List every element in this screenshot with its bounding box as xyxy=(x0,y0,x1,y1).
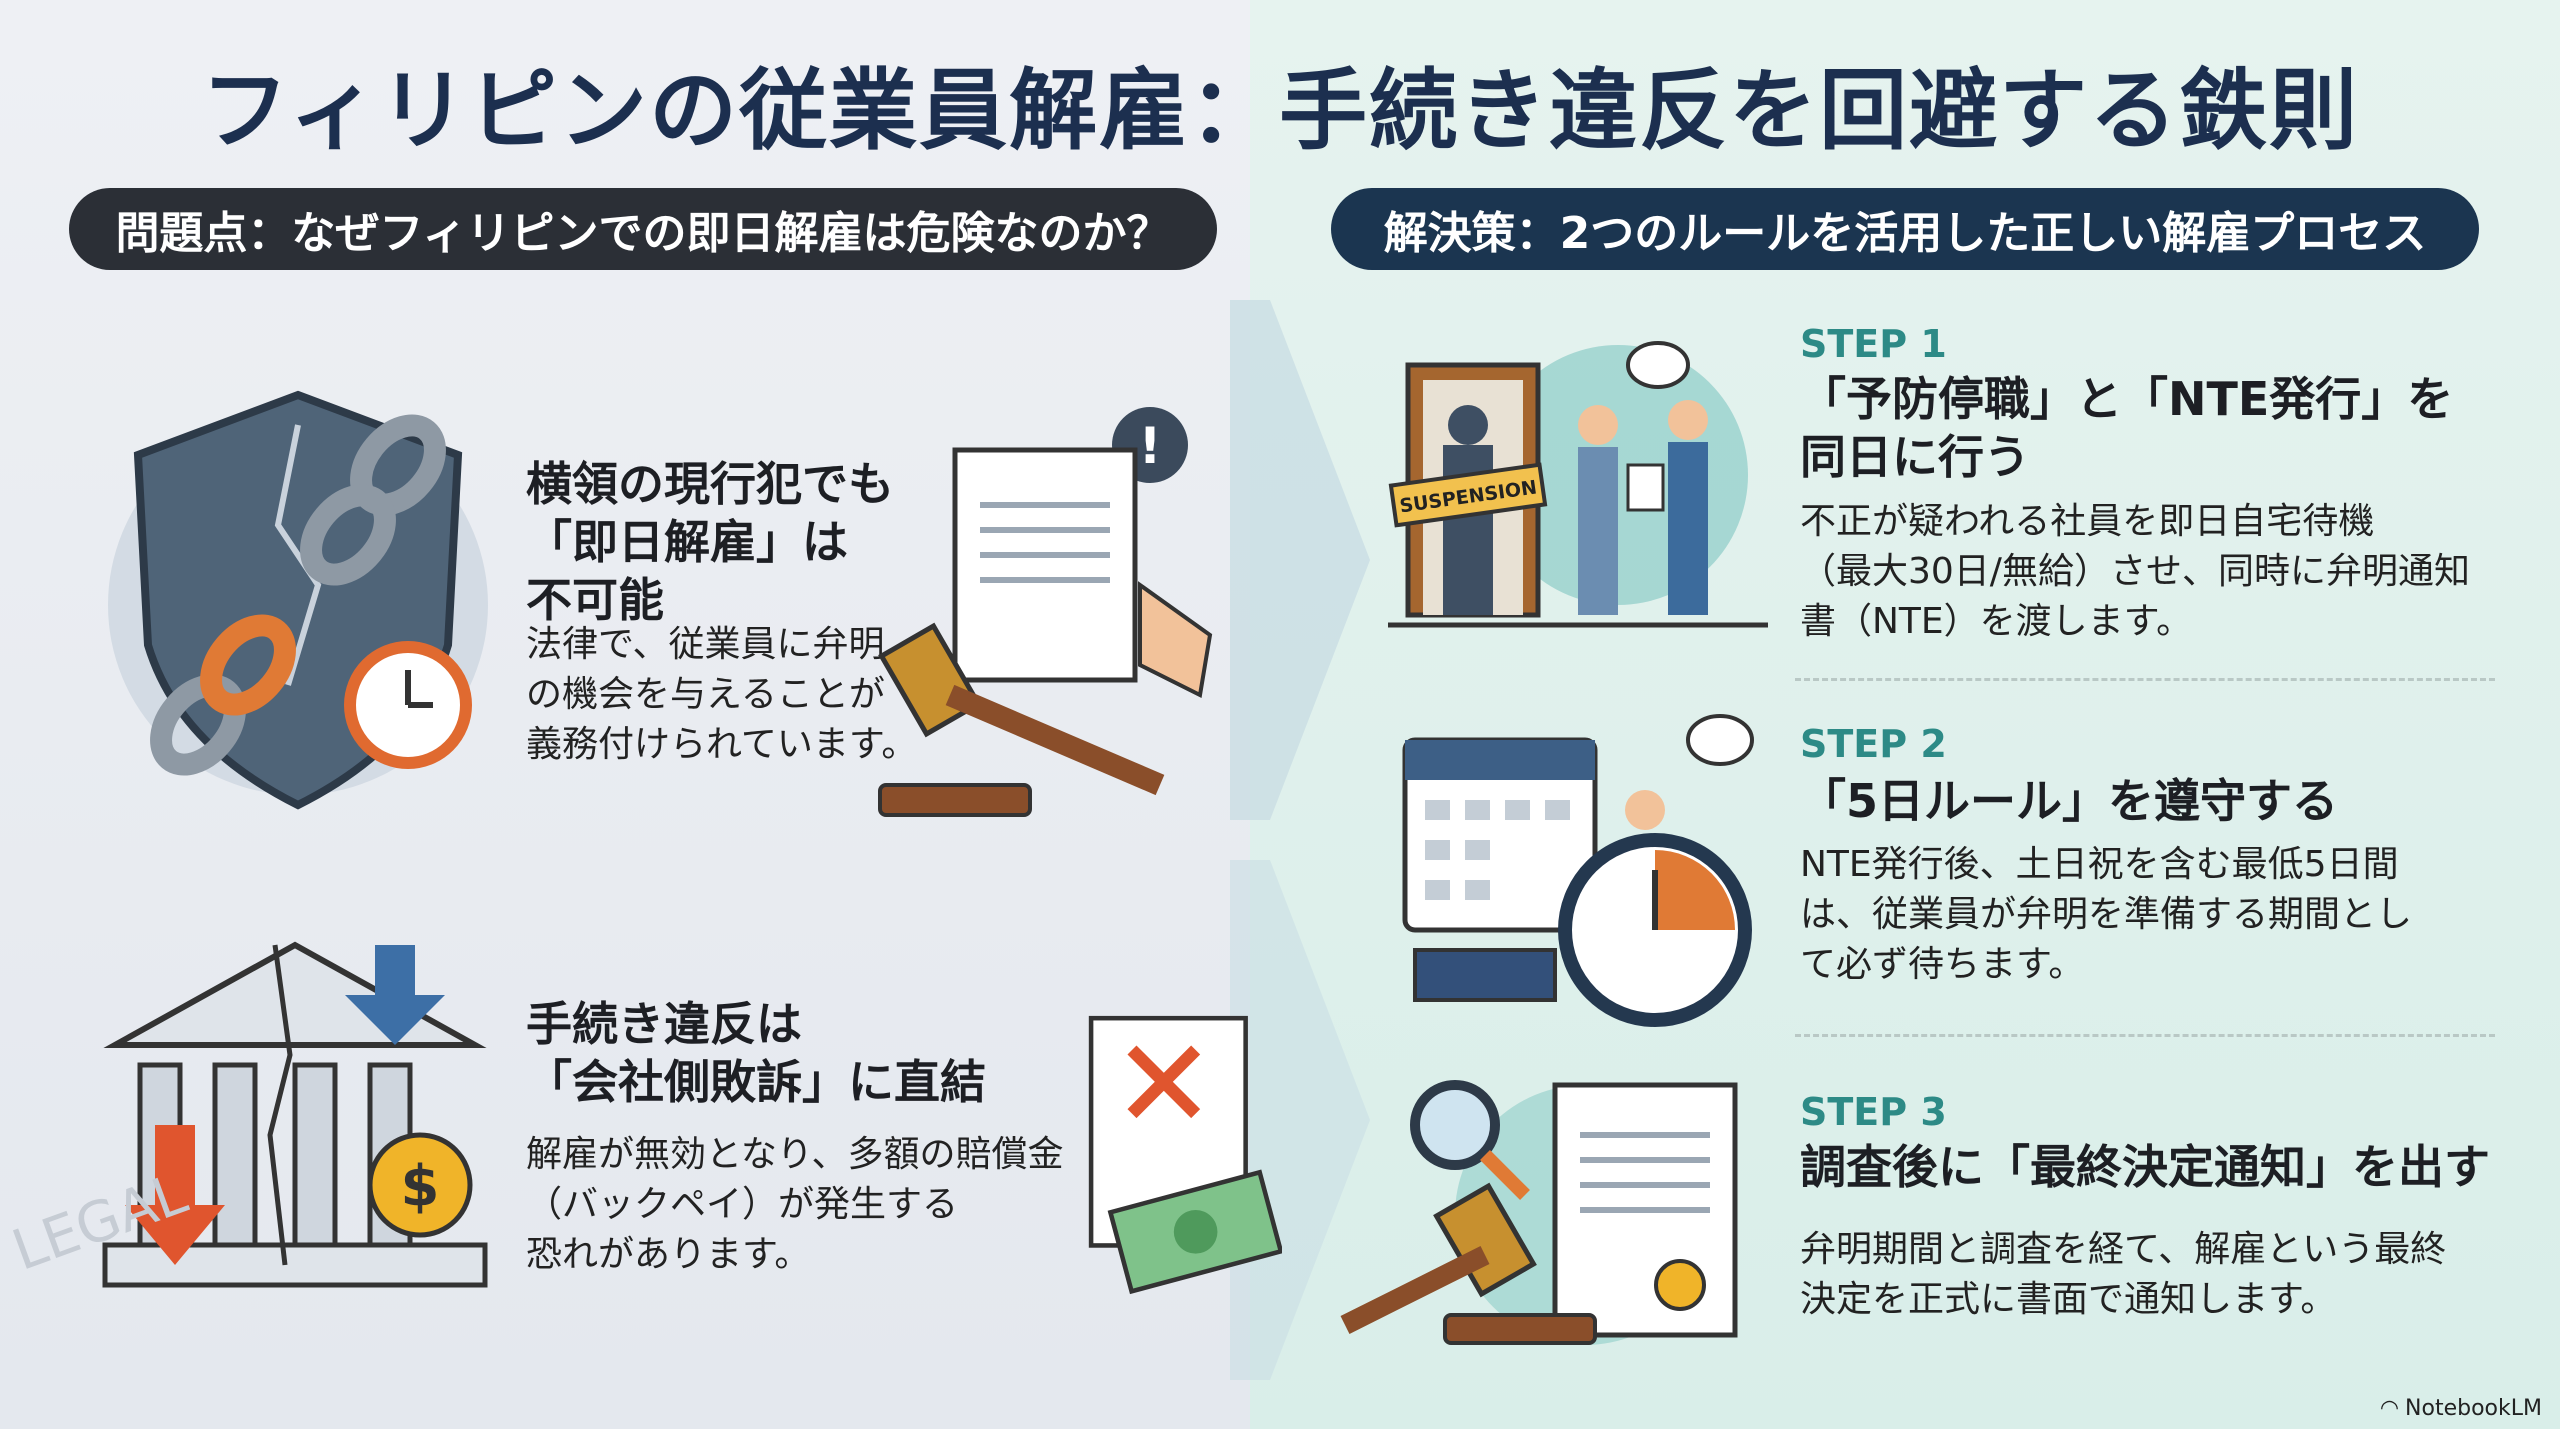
notebooklm-icon: ◠ xyxy=(2379,1396,2400,1421)
step-2-label: STEP 2 xyxy=(1800,722,1947,766)
divider xyxy=(1795,1034,2495,1037)
step-1-body: 不正が疑われる社員を即日自宅待機（最大30日/無給）させ、同時に弁明通知書（NT… xyxy=(1800,501,2470,642)
svg-text:$: $ xyxy=(401,1154,440,1219)
problem-1-body: 法律で、従業員に弁明の機会を与えることが義務付けられています。 xyxy=(526,624,918,765)
problem-2-body: 解雇が無効となり、多額の賠償金（バックペイ）が発生する恐れがあります。 xyxy=(526,1134,1064,1275)
rejected-document-money-icon xyxy=(1088,1015,1282,1295)
calendar-clock-icon xyxy=(1402,714,1754,1027)
problem-2-heading: 手続き違反は「会社側敗訴」に直結 xyxy=(526,997,986,1109)
page-title: フィリピンの従業員解雇：手続き違反を回避する鉄則 xyxy=(200,59,2360,162)
document-gavel-icon: ! xyxy=(878,407,1213,817)
problem-header: 問題点：なぜフィリピンでの即日解雇は危険なのか？ xyxy=(69,188,1217,270)
brand-label: NotebookLM xyxy=(2405,1396,2542,1421)
problem-1-heading: 横領の現行犯でも「即日解雇」は不可能 xyxy=(526,457,894,627)
broken-courthouse-icon: $ xyxy=(102,941,488,1288)
suspension-handover-icon: SUSPENSION xyxy=(1388,341,1768,628)
final-notice-gavel-icon xyxy=(1340,1080,1738,1345)
divider xyxy=(1795,678,2495,681)
step-3-body: 弁明期間と調査を経て、解雇という最終決定を正式に書面で通知します。 xyxy=(1800,1229,2447,1320)
solution-header: 解決策：2つのルールを活用した正しい解雇プロセス xyxy=(1331,188,2479,270)
step-3-label: STEP 3 xyxy=(1800,1090,1947,1134)
step-1-heading: 「予防停職」と「NTE発行」を同日に行う xyxy=(1800,372,2454,484)
step-2-body: NTE発行後、土日祝を含む最低5日間は、従業員が弁明を準備する期間として必ず待ち… xyxy=(1800,844,2413,985)
step-1-label: STEP 1 xyxy=(1800,322,1947,366)
broken-shield-chain-icon xyxy=(108,390,488,810)
step-2-heading: 「5日ルール」を遵守する xyxy=(1800,774,2339,828)
notebooklm-logo: ◠NotebookLM xyxy=(2380,1396,2542,1421)
step-3-heading: 調査後に「最終決定通知」を出す xyxy=(1800,1140,2490,1194)
svg-text:!: ! xyxy=(1139,417,1162,475)
